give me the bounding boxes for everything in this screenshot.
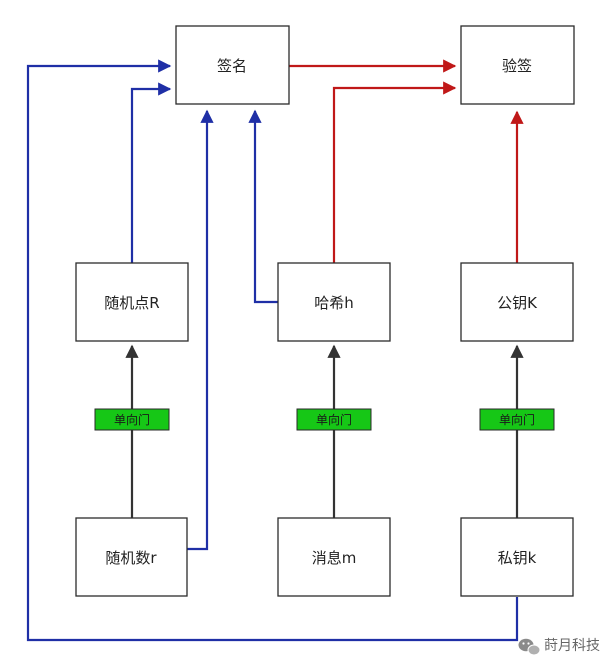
node-hash-label: 哈希h <box>314 294 354 312</box>
gate-right: 单向门 <box>479 408 555 431</box>
edge-random-number-to-sign <box>187 109 214 551</box>
node-random-point-label: 随机点R <box>104 294 159 312</box>
gate-left: 单向门 <box>94 408 170 431</box>
node-random-number-label: 随机数r <box>105 549 157 567</box>
gate-right-label: 单向门 <box>499 412 535 427</box>
edge-hash-to-sign <box>248 109 278 304</box>
gate-middle: 单向门 <box>296 408 372 431</box>
node-verify-label: 验签 <box>502 57 532 75</box>
edge-hash-to-verify <box>332 81 457 263</box>
gate-middle-label: 单向门 <box>316 412 352 427</box>
wechat-icon <box>518 638 541 656</box>
node-sign-label: 签名 <box>217 57 247 75</box>
watermark-text: 莳月科技 <box>544 638 600 654</box>
node-public-key-label: 公钥K <box>497 294 538 312</box>
node-hash: 哈希h <box>277 262 391 342</box>
node-private-key-label: 私钥k <box>498 549 537 567</box>
node-verify: 验签 <box>460 25 575 105</box>
node-sign: 签名 <box>175 25 290 105</box>
node-random-number: 随机数r <box>75 517 188 597</box>
node-message: 消息m <box>277 517 391 597</box>
node-message-label: 消息m <box>312 549 357 567</box>
node-public-key: 公钥K <box>460 262 574 342</box>
watermark: 莳月科技 <box>518 638 600 656</box>
node-private-key: 私钥k <box>460 517 574 597</box>
node-random-point: 随机点R <box>75 262 189 342</box>
edge-random-point-to-sign <box>130 82 172 263</box>
edge-private-key-to-sign <box>26 59 519 642</box>
gate-left-label: 单向门 <box>114 412 150 427</box>
